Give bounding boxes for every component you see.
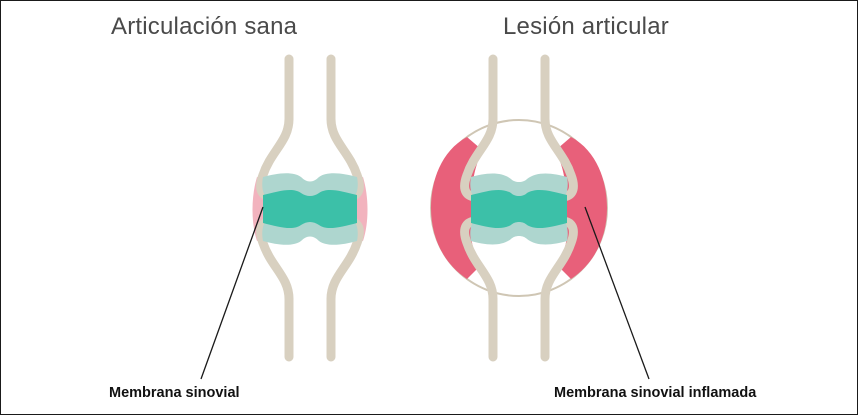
healthy-joint (201, 59, 368, 379)
inflamed-synovial-membrane-label: Membrana sinovial inflamada (554, 385, 756, 401)
injured-joint (431, 59, 649, 379)
synovial-membrane-label: Membrana sinovial (109, 385, 240, 401)
healthy-leader-line (201, 207, 263, 379)
injured-leader-line (585, 207, 649, 379)
